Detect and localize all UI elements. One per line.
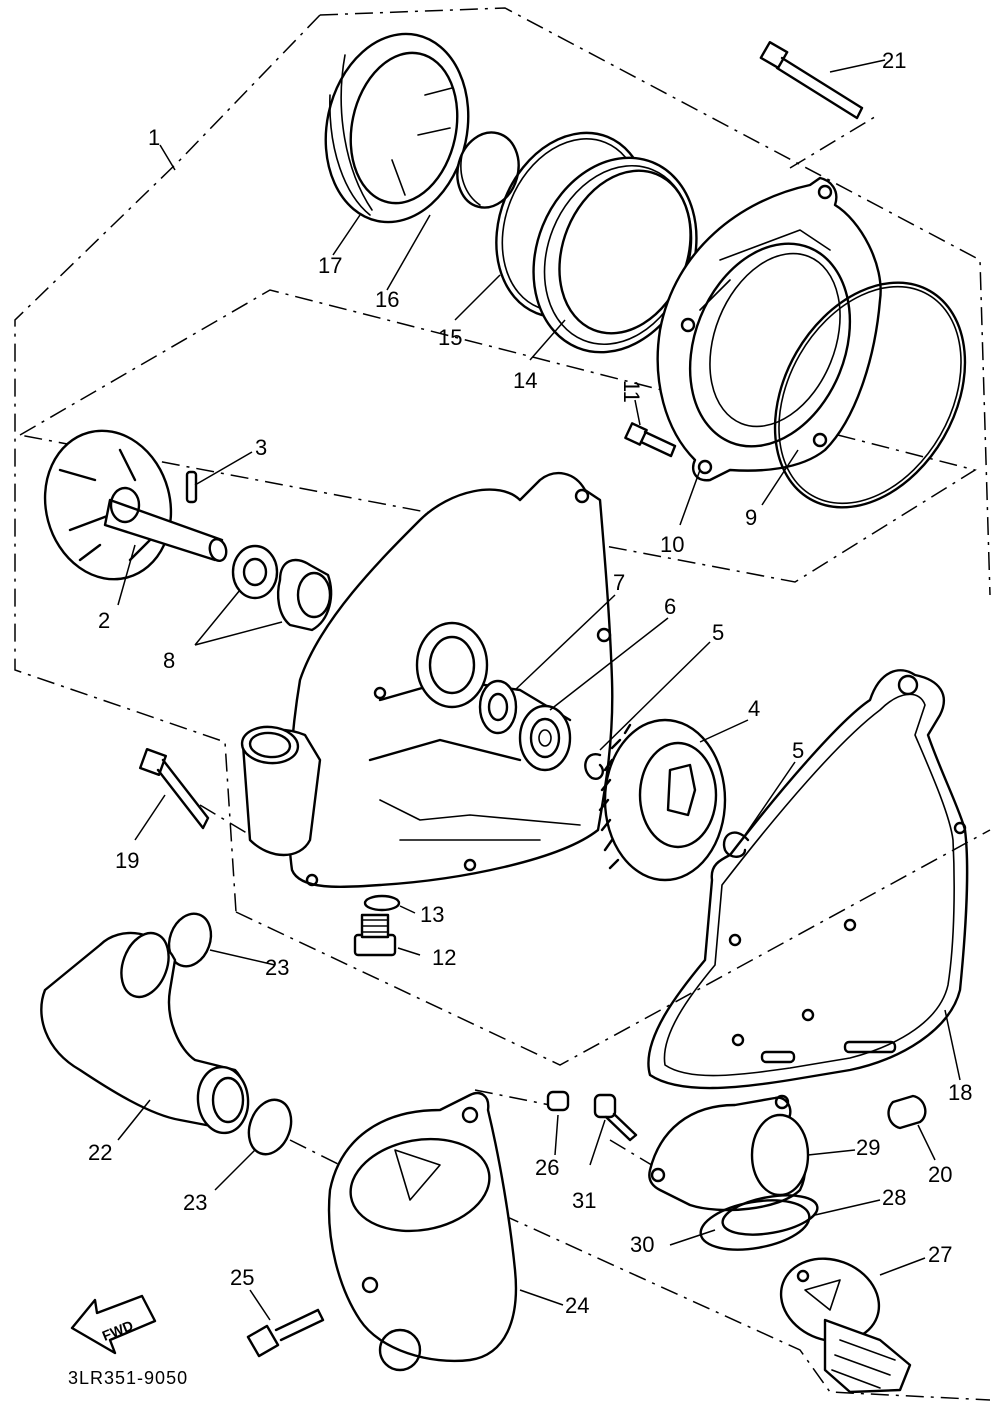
part-10-pump-housing-cover [656,176,882,482]
part-12-drain-bolt [353,913,397,957]
part-23-o-ring-upper [167,912,213,968]
callout-13: 13 [420,902,444,927]
part-7-bearing [478,679,518,735]
callout-24: 24 [565,1293,589,1318]
callout-5-lower: 5 [792,738,804,763]
part-6-bearing [518,704,572,772]
callout-17: 17 [318,253,342,278]
part-19-bolt [138,747,210,830]
part-9-large-o-ring [773,281,967,509]
part-5-circlip-lower [722,831,750,858]
callout-15: 15 [438,325,462,350]
part-2-impeller [43,429,228,581]
part-24-thermostat-housing [327,1091,518,1372]
part-26-cap [546,1090,570,1112]
part-17-cover-ring [324,32,470,224]
callout-leader-lines [117,59,961,1321]
callout-4: 4 [748,696,760,721]
part-5-circlip-upper [584,753,604,780]
callout-3: 3 [255,435,267,460]
callout-31: 31 [572,1188,596,1213]
part-20-dowel [887,1094,927,1130]
callout-18: 18 [948,1080,972,1105]
callout-16: 16 [375,287,399,312]
part-16-plug [456,131,520,209]
part-8-seals [231,544,333,632]
part-22-coolant-pipe [40,931,250,1135]
part-18-gasket [647,669,969,1090]
part-23-o-ring-lower [247,1098,293,1156]
callout-12: 12 [432,945,456,970]
part-11-small-bolt [624,422,677,458]
callout-14: 14 [513,368,537,393]
callout-29: 29 [856,1135,880,1160]
callout-11: 11 [619,380,644,403]
part-code: 3LR351-9050 [68,1368,188,1388]
part-28-o-ring [721,1194,819,1236]
callout-9: 9 [745,505,757,530]
callout-27: 27 [928,1242,952,1267]
callout-19: 19 [115,848,139,873]
callout-21: 21 [882,48,906,73]
fwd-arrow-icon: FWD [70,1294,157,1355]
part-25-bolt [246,1308,325,1358]
callout-8: 8 [163,648,175,673]
part-21-long-bolt [759,41,864,120]
part-31-screw [593,1093,638,1142]
callout-23-upper: 23 [265,955,289,980]
callout-25: 25 [230,1265,254,1290]
callout-7: 7 [613,570,625,595]
part-29-thermostat-cover [648,1094,810,1212]
callout-labels: 1 2 3 4 5 5 6 7 8 9 10 11 12 13 14 15 16… [88,48,972,1318]
pump-body [240,471,614,889]
callout-1: 1 [148,125,160,150]
part-13-washer [363,894,401,912]
callout-20: 20 [928,1162,952,1187]
callout-5-upper: 5 [712,620,724,645]
callout-2: 2 [98,608,110,633]
callout-10: 10 [660,532,684,557]
part-27-thermostat [779,1257,912,1394]
callout-22: 22 [88,1140,112,1165]
callout-28: 28 [882,1185,906,1210]
part-3-pin [185,470,198,504]
assembly-boundary-lines [14,7,991,1401]
callout-30: 30 [630,1232,654,1257]
part-4-gear [598,718,727,882]
callout-6: 6 [664,594,676,619]
callout-26: 26 [535,1155,559,1180]
callout-23-lower: 23 [183,1190,207,1215]
